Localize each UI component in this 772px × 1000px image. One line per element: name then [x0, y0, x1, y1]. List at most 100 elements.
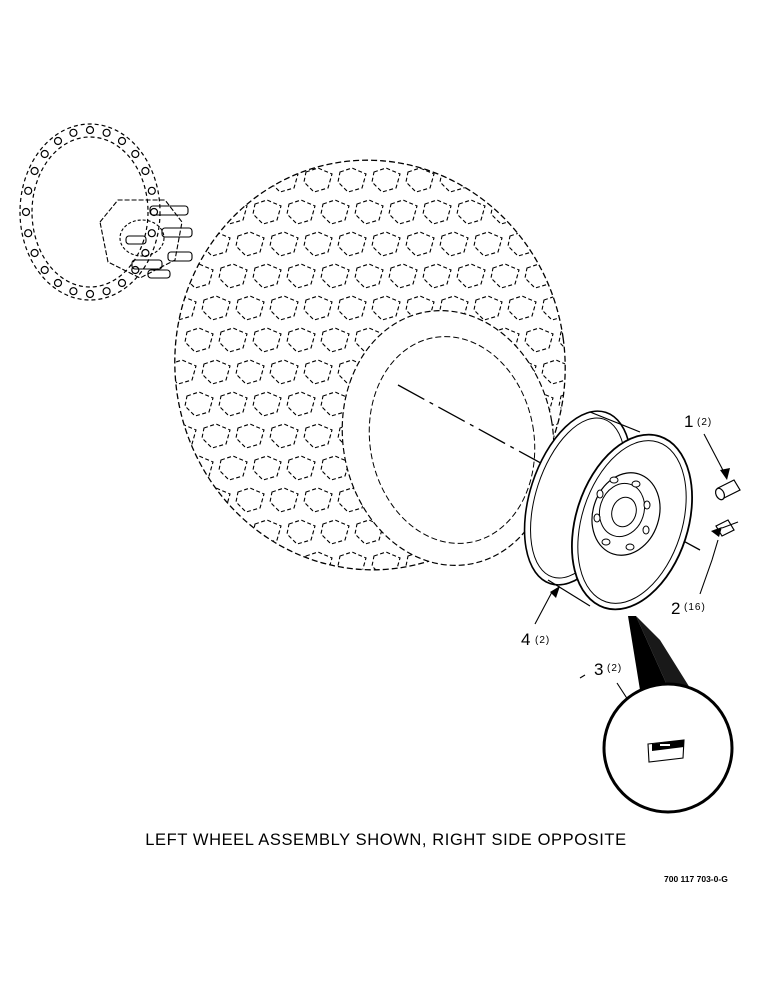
tread-block — [167, 423, 197, 449]
tread-block — [422, 263, 452, 289]
tread-block — [422, 199, 452, 225]
tread-block — [473, 231, 503, 257]
callout-number: 1 — [684, 412, 693, 431]
callout-quantity: (2) — [697, 417, 712, 428]
tread-block — [218, 263, 248, 289]
tread-block — [286, 519, 316, 545]
callout-1: 1 (2) — [684, 412, 712, 431]
tread-block — [167, 167, 197, 193]
flange-bolt-hole — [147, 186, 156, 195]
tread-block — [303, 423, 333, 449]
tread-block — [235, 487, 265, 513]
tread-block — [184, 199, 214, 225]
flange-bolt-hole — [141, 248, 150, 258]
tread-block — [201, 295, 231, 321]
tread-block — [303, 295, 333, 321]
tread-block — [218, 199, 248, 225]
tread-block — [201, 423, 231, 449]
tread-block — [269, 487, 299, 513]
tread-block — [252, 455, 282, 481]
tread-block — [354, 199, 384, 225]
tread-block — [184, 327, 214, 353]
callout-quantity: (2) — [607, 663, 622, 674]
tread-block — [388, 263, 418, 289]
tread-block — [371, 295, 401, 321]
flange-bolt-hole — [30, 248, 39, 258]
tread-block — [320, 519, 350, 545]
tread-block — [269, 167, 299, 193]
valve-stem — [714, 479, 741, 501]
tread-block — [286, 391, 316, 417]
tire — [167, 159, 588, 577]
tread-block — [235, 359, 265, 385]
tread-block — [320, 327, 350, 353]
tread-block — [558, 263, 588, 289]
tread-block — [456, 263, 486, 289]
tread-block — [337, 167, 367, 193]
tread-block — [456, 199, 486, 225]
tread-block — [439, 231, 469, 257]
tread-block — [184, 263, 214, 289]
tread-block — [184, 391, 214, 417]
flange-bolt-hole — [40, 149, 49, 159]
tread-block — [269, 359, 299, 385]
flange-bolt-hole — [117, 278, 127, 288]
tread-block — [320, 263, 350, 289]
tread-block — [235, 551, 265, 577]
callout-number: 4 — [521, 630, 530, 649]
wheel-rim — [523, 410, 693, 611]
tread-block — [524, 199, 554, 225]
tread-block — [507, 295, 537, 321]
flange-bolt-hole — [21, 207, 31, 217]
tread-block — [490, 263, 520, 289]
tread-block — [303, 231, 333, 257]
tread-block — [303, 359, 333, 385]
tread-block — [167, 551, 197, 577]
tread-block — [303, 487, 333, 513]
callout-number: 2 — [671, 599, 680, 618]
tread-block — [201, 551, 231, 577]
tread-block — [184, 519, 214, 545]
tread-block — [388, 199, 418, 225]
flange-bolt-hole — [24, 186, 33, 195]
flange-bolt-hole — [117, 136, 127, 146]
tread-block — [218, 519, 248, 545]
tread-block — [354, 263, 384, 289]
figure-reference-code: 700 117 703-0-G — [664, 874, 728, 884]
tread-block — [235, 423, 265, 449]
tread-block — [218, 455, 248, 481]
tread-block — [235, 231, 265, 257]
tread-block — [218, 391, 248, 417]
tread-block — [541, 231, 571, 257]
tread-block — [167, 487, 197, 513]
wheel-studs — [125, 205, 193, 279]
flange-bolt-hole — [102, 128, 111, 137]
decal — [647, 739, 685, 763]
tread-block — [320, 199, 350, 225]
tread-block — [269, 551, 299, 577]
tread-block — [473, 167, 503, 193]
tread-block — [252, 391, 282, 417]
callout-quantity: (16) — [684, 602, 706, 613]
tread-block — [473, 295, 503, 321]
tread-block — [218, 327, 248, 353]
flange-bolt-hole — [131, 149, 140, 159]
tread-block — [286, 199, 316, 225]
tread-block — [558, 199, 588, 225]
tread-block — [507, 167, 537, 193]
tread-block — [439, 167, 469, 193]
tread-block — [252, 519, 282, 545]
tread-block — [303, 167, 333, 193]
tread-block — [320, 455, 350, 481]
diagram-caption: LEFT WHEEL ASSEMBLY SHOWN, RIGHT SIDE OP… — [145, 831, 627, 849]
flange-bolt-holes — [21, 125, 159, 299]
flange-bolt-hole — [40, 265, 49, 275]
flange-bolt-hole — [53, 278, 63, 288]
tread-block — [286, 455, 316, 481]
tread-block — [371, 167, 401, 193]
tread-block — [201, 231, 231, 257]
tread-block — [405, 231, 435, 257]
callout-2: 2 (16) — [671, 599, 706, 618]
tread-block — [201, 167, 231, 193]
